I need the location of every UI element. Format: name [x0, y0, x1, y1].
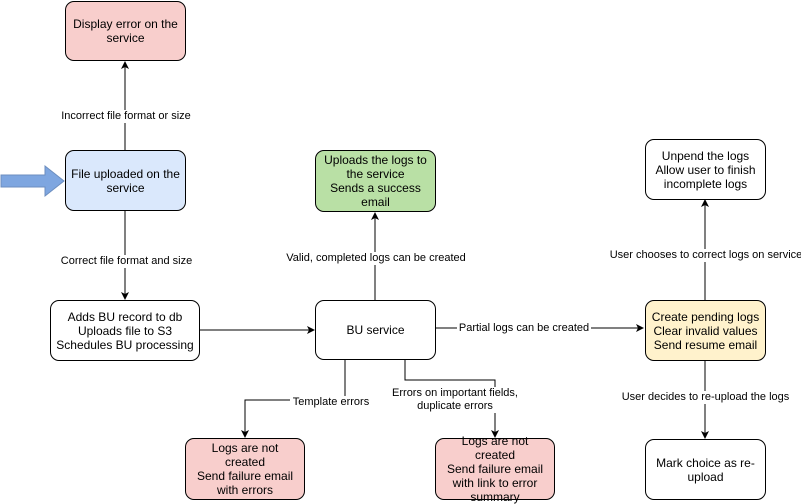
entry-arrow — [0, 164, 65, 198]
node-not-created-errors-label: Logs are not created Send failure email … — [196, 441, 294, 497]
edge-label-user-reuploads: User decides to re-upload the logs — [617, 391, 794, 404]
node-display-error-label: Display error on the service — [73, 17, 178, 45]
node-bu-service-label: BU service — [346, 323, 405, 337]
node-not-created-errors: Logs are not created Send failure email … — [185, 438, 305, 500]
node-mark-choice-label: Mark choice as re- upload — [656, 455, 755, 484]
entry-arrow-shape — [0, 164, 65, 198]
edge-label-user-corrects: User chooses to correct logs on service — [606, 249, 801, 262]
node-file-uploaded: File uploaded on the service — [65, 150, 186, 211]
node-not-created-summary: Logs are not created Send failure email … — [435, 434, 555, 504]
node-display-error: Display error on the service — [65, 1, 186, 61]
edge-label-important-fields: Errors on important fields, duplicate er… — [388, 387, 522, 413]
node-not-created-summary-label: Logs are not created Send failure email … — [446, 434, 544, 504]
edge-label-template-errors: Template errors — [290, 396, 372, 409]
node-bu-service: BU service — [315, 300, 436, 360]
node-uploads-logs-label: Uploads the logs to the service Sends a … — [324, 153, 427, 209]
node-mark-choice: Mark choice as re- upload — [645, 439, 766, 500]
node-adds-bu: Adds BU record to db Uploads file to S3 … — [50, 300, 200, 361]
node-unpend-logs: Unpend the logs Allow user to finish inc… — [645, 139, 766, 200]
node-create-pending: Create pending logs Clear invalid values… — [645, 300, 766, 361]
node-create-pending-label: Create pending logs Clear invalid values… — [651, 309, 760, 352]
node-file-uploaded-label: File uploaded on the service — [71, 166, 180, 195]
edge-label-valid-completed: Valid, completed logs can be created — [284, 252, 468, 265]
edge-label-correct-format: Correct file format and size — [59, 255, 194, 268]
edge-label-incorrect-format: Incorrect file format or size — [58, 110, 194, 123]
edge-label-partial-logs: Partial logs can be created — [457, 322, 591, 335]
node-adds-bu-label: Adds BU record to db Uploads file to S3 … — [56, 309, 194, 352]
node-unpend-logs-label: Unpend the logs Allow user to finish inc… — [655, 148, 756, 191]
node-uploads-logs: Uploads the logs to the service Sends a … — [315, 150, 436, 212]
